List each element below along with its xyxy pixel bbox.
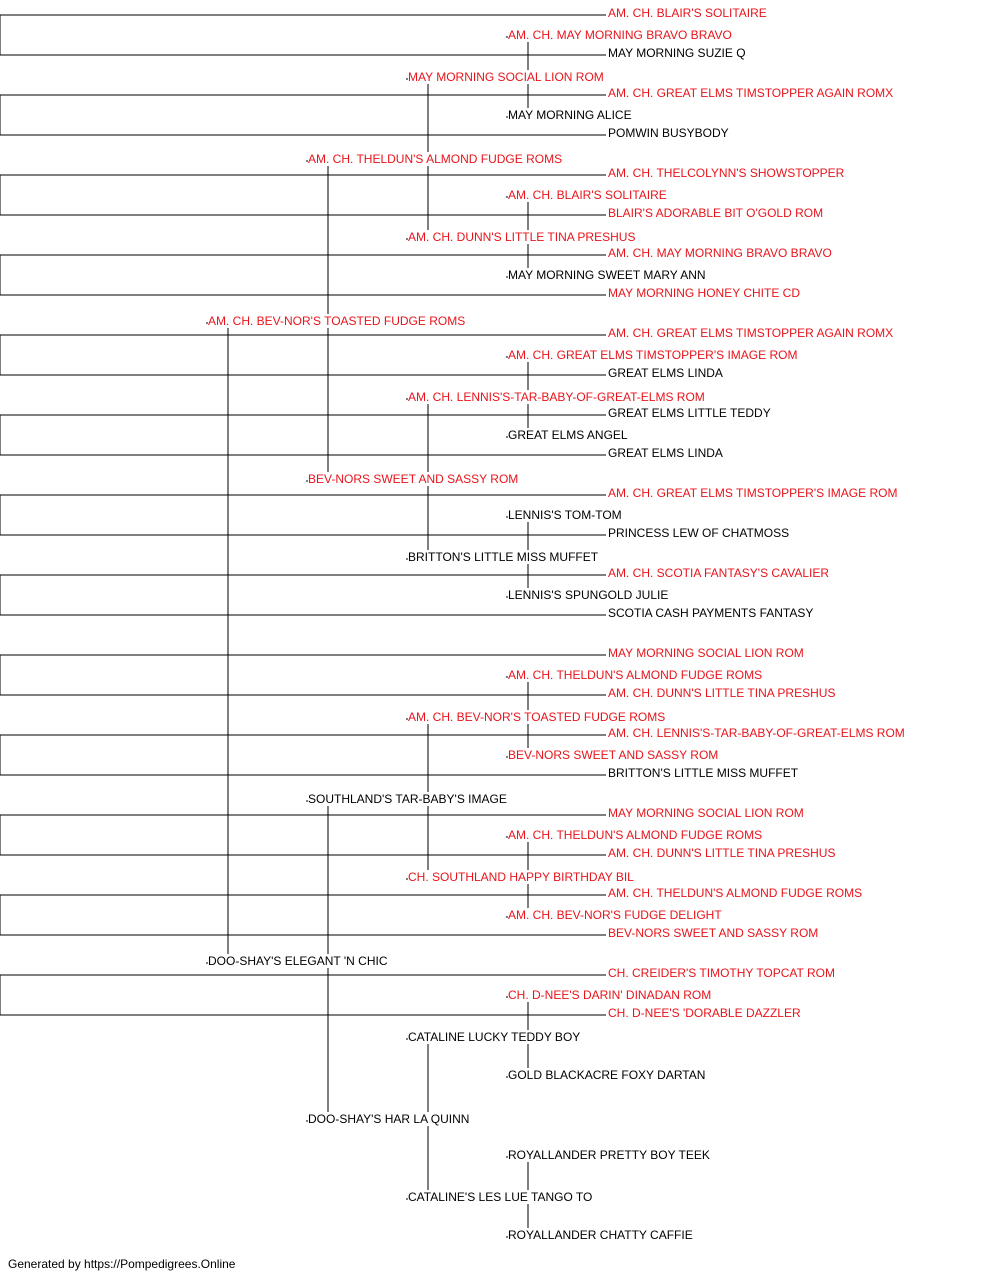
ancestor-name: LENNIS'S SPUNGOLD JULIE [508,588,671,602]
ancestor-name: BLAIR'S ADORABLE BIT O'GOLD ROM [608,206,826,220]
ancestor-name: AM. CH. BEV-NOR'S FUDGE DELIGHT [508,908,724,922]
ancestor-name: MAY MORNING SOCIAL LION ROM [408,70,606,84]
ancestor-name: AM. CH. MAY MORNING BRAVO BRAVO [608,246,834,260]
ancestor-name: AM. CH. DUNN'S LITTLE TINA PRESHUS [608,846,838,860]
ancestor-name: AM. CH. GREAT ELMS TIMSTOPPER AGAIN ROMX [608,326,896,340]
ancestor-name: BEV-NORS SWEET AND SASSY ROM [608,926,821,940]
ancestor-name: MAY MORNING HONEY CHITE CD [608,286,803,300]
ancestor-name: MAY MORNING SOCIAL LION ROM [608,806,806,820]
ancestor-name: AM. CH. LENNIS'S-TAR-BABY-OF-GREAT-ELMS … [608,726,907,740]
ancestor-name: DOO-SHAY'S ELEGANT 'N CHIC [208,954,390,968]
ancestor-name: MAY MORNING SOCIAL LION ROM [608,646,806,660]
ancestor-name: CH. SOUTHLAND HAPPY BIRTHDAY BIL [408,870,636,884]
ancestor-name: AM. CH. SCOTIA FANTASY'S CAVALIER [608,566,832,580]
ancestor-name: GREAT ELMS ANGEL [508,428,630,442]
ancestor-name: ROYALLANDER CHATTY CAFFIE [508,1228,695,1242]
ancestor-name: ROYALLANDER PRETTY BOY TEEK [508,1148,712,1162]
ancestor-name: GOLD BLACKACRE FOXY DARTAN [508,1068,708,1082]
ancestor-name: CH. D-NEE'S DARIN' DINADAN ROM [508,988,714,1002]
footer-credit: Generated by https://Pompedigrees.Online [8,1257,236,1271]
ancestor-name: DOO-SHAY'S HAR LA QUINN [308,1112,472,1126]
ancestor-name: AM. CH. BEV-NOR'S TOASTED FUDGE ROMS [208,314,468,328]
ancestor-name: AM. CH. GREAT ELMS TIMSTOPPER'S IMAGE RO… [608,486,900,500]
ancestor-name: CATALINE LUCKY TEDDY BOY [408,1030,583,1044]
ancestor-name: AM. CH. THELDUN'S ALMOND FUDGE ROMS [508,668,765,682]
ancestor-name: SCOTIA CASH PAYMENTS FANTASY [608,606,816,620]
ancestor-name: AM. CH. GREAT ELMS TIMSTOPPER'S IMAGE RO… [508,348,800,362]
ancestor-name: AM. CH. THELDUN'S ALMOND FUDGE ROMS [608,886,865,900]
ancestor-name: GREAT ELMS LINDA [608,446,725,460]
ancestor-name: AM. CH. BEV-NOR'S TOASTED FUDGE ROMS [408,710,668,724]
ancestor-name: AM. CH. THELCOLYNN'S SHOWSTOPPER [608,166,847,180]
ancestor-name: BEV-NORS SWEET AND SASSY ROM [508,748,721,762]
ancestor-name: AM. CH. BLAIR'S SOLITAIRE [508,188,669,202]
ancestor-name: CATALINE'S LES LUE TANGO TO [408,1190,595,1204]
ancestor-name: MAY MORNING SUZIE Q [608,46,748,60]
ancestor-name: CH. CREIDER'S TIMOTHY TOPCAT ROM [608,966,837,980]
ancestor-name: AM. CH. GREAT ELMS TIMSTOPPER AGAIN ROMX [608,86,896,100]
ancestor-name: MAY MORNING SWEET MARY ANN [508,268,708,282]
ancestor-name: AM. CH. BLAIR'S SOLITAIRE [608,6,769,20]
ancestor-name: AM. CH. DUNN'S LITTLE TINA PRESHUS [408,230,638,244]
ancestor-name: LENNIS'S TOM-TOM [508,508,624,522]
ancestor-name: MAY MORNING ALICE [508,108,634,122]
ancestor-name: POMWIN BUSYBODY [608,126,731,140]
ancestor-name: BRITTON'S LITTLE MISS MUFFET [608,766,801,780]
ancestor-name: AM. CH. DUNN'S LITTLE TINA PRESHUS [608,686,838,700]
ancestor-name: BEV-NORS SWEET AND SASSY ROM [308,472,521,486]
ancestor-name: AM. CH. MAY MORNING BRAVO BRAVO [508,28,734,42]
ancestor-name: AM. CH. THELDUN'S ALMOND FUDGE ROMS [308,152,565,166]
ancestor-name: GREAT ELMS LITTLE TEDDY [608,406,773,420]
ancestor-name: SOUTHLAND'S TAR-BABY'S IMAGE [308,792,509,806]
ancestor-name: AM. CH. LENNIS'S-TAR-BABY-OF-GREAT-ELMS … [408,390,707,404]
ancestor-name: BRITTON'S LITTLE MISS MUFFET [408,550,601,564]
ancestor-name: GREAT ELMS LINDA [608,366,725,380]
ancestor-name: PRINCESS LEW OF CHATMOSS [608,526,792,540]
ancestor-name: CH. D-NEE'S 'DORABLE DAZZLER [608,1006,803,1020]
ancestor-name: AM. CH. THELDUN'S ALMOND FUDGE ROMS [508,828,765,842]
